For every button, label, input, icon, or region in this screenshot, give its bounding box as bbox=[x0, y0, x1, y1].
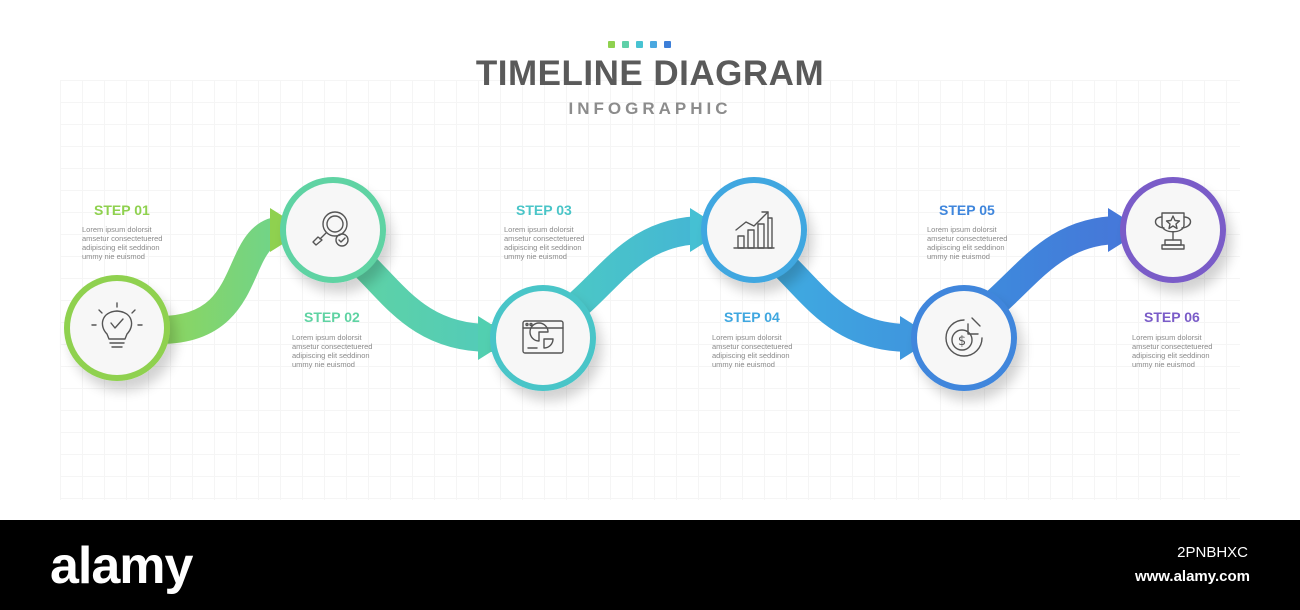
description-line: amsetur consectetuered bbox=[712, 342, 793, 351]
step-label-4: STEP 04 bbox=[724, 309, 780, 325]
image-id: 2PNBHXC bbox=[1177, 544, 1248, 561]
description-line: ummy nie euismod bbox=[82, 252, 145, 261]
description-line: amsetur consectetuered bbox=[292, 342, 373, 351]
description-line: adipiscing elit seddinon bbox=[82, 243, 160, 252]
browser-chart-icon bbox=[522, 320, 564, 354]
description-line: amsetur consectetuered bbox=[504, 234, 585, 243]
description-line: amsetur consectetuered bbox=[82, 234, 163, 243]
description-line: amsetur consectetuered bbox=[1132, 342, 1213, 351]
trophy-star-icon bbox=[1154, 212, 1192, 250]
lightbulb-check-icon bbox=[91, 302, 143, 348]
bar-chart-growth-icon bbox=[733, 211, 775, 249]
description-line: ummy nie euismod bbox=[292, 360, 355, 369]
description-line: amsetur consectetuered bbox=[927, 234, 1008, 243]
step-description-5: Lorem ipsum dolorsit amsetur consectetue… bbox=[927, 225, 1019, 261]
step-description-4: Lorem ipsum dolorsit amsetur consectetue… bbox=[712, 333, 804, 369]
site-url: www.alamy.com bbox=[1134, 568, 1250, 585]
description-line: adipiscing elit seddinon bbox=[292, 351, 370, 360]
color-dot bbox=[608, 41, 615, 48]
color-dot bbox=[636, 41, 643, 48]
step-node-2 bbox=[280, 177, 386, 283]
step-description-1: Lorem ipsum dolorsit amsetur consectetue… bbox=[82, 225, 174, 261]
description-line: Lorem ipsum dolorsit bbox=[82, 225, 152, 234]
grid-background bbox=[60, 80, 1240, 500]
watermark-footer: alamy 2PNBHXC www.alamy.com bbox=[0, 520, 1300, 610]
step-circles bbox=[64, 177, 1226, 391]
step-label-5: STEP 05 bbox=[939, 202, 995, 218]
color-dot bbox=[650, 41, 657, 48]
description-line: Lorem ipsum dolorsit bbox=[292, 333, 362, 342]
step-description-6: Lorem ipsum dolorsit amsetur consectetue… bbox=[1132, 333, 1224, 369]
dollar-pie-icon: $ bbox=[945, 317, 983, 357]
step-description-2: Lorem ipsum dolorsit amsetur consectetue… bbox=[292, 333, 384, 369]
svg-text:$: $ bbox=[958, 334, 966, 349]
description-line: ummy nie euismod bbox=[504, 252, 567, 261]
step-label-1: STEP 01 bbox=[94, 202, 150, 218]
color-dot bbox=[664, 41, 671, 48]
step-node-3 bbox=[490, 285, 596, 391]
description-line: Lorem ipsum dolorsit bbox=[927, 225, 997, 234]
color-dot bbox=[622, 41, 629, 48]
step-label-6: STEP 06 bbox=[1144, 309, 1200, 325]
description-line: ummy nie euismod bbox=[927, 252, 990, 261]
page-subtitle: INFOGRAPHIC bbox=[568, 99, 732, 118]
description-line: ummy nie euismod bbox=[1132, 360, 1195, 369]
description-line: Lorem ipsum dolorsit bbox=[712, 333, 782, 342]
step-node-6 bbox=[1120, 177, 1226, 283]
description-line: adipiscing elit seddinon bbox=[712, 351, 790, 360]
step-label-3: STEP 03 bbox=[516, 202, 572, 218]
brand-logo: alamy bbox=[50, 537, 193, 595]
magnifier-check-icon bbox=[312, 211, 349, 247]
description-line: Lorem ipsum dolorsit bbox=[504, 225, 574, 234]
header-color-dots bbox=[608, 41, 671, 48]
infographic-canvas: TIMELINE DIAGRAM INFOGRAPHIC bbox=[60, 41, 1240, 500]
step-node-5 bbox=[911, 285, 1017, 391]
description-line: Lorem ipsum dolorsit bbox=[1132, 333, 1202, 342]
step-description-3: Lorem ipsum dolorsit amsetur consectetue… bbox=[504, 225, 596, 261]
step-label-2: STEP 02 bbox=[304, 309, 360, 325]
description-line: adipiscing elit seddinon bbox=[504, 243, 582, 252]
description-line: adipiscing elit seddinon bbox=[1132, 351, 1210, 360]
step-node-1 bbox=[64, 275, 170, 381]
timeline-diagram: $ bbox=[64, 177, 1226, 391]
description-line: ummy nie euismod bbox=[712, 360, 775, 369]
description-line: adipiscing elit seddinon bbox=[927, 243, 1005, 252]
page-title: TIMELINE DIAGRAM bbox=[475, 54, 825, 93]
